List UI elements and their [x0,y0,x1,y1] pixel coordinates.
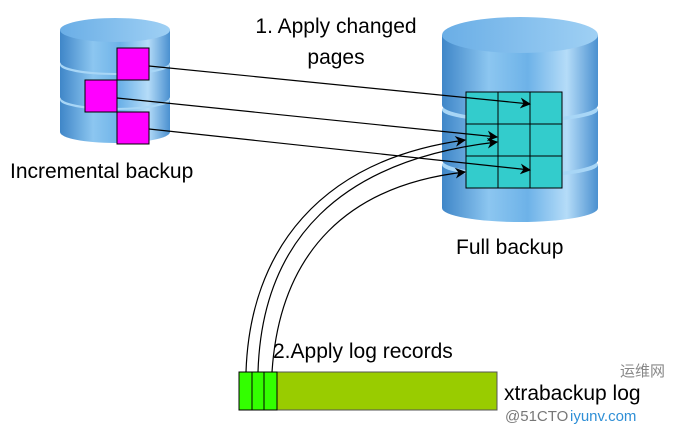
step1-label-line2: pages [307,46,364,69]
watermark-logo-text: iyunv.com [570,408,636,425]
xtrabackup-log-label: xtrabackup log [504,382,641,405]
changed-pages [84,47,150,145]
changed-page [116,111,150,145]
arrow [271,167,467,373]
incremental-backup-label: Incremental backup [10,160,193,183]
full-backup-page [529,91,563,125]
full-backup-page [529,155,563,189]
apply-log-records-arrows [245,135,499,373]
watermark: 运维网 @51CTO iyunv.com [505,363,665,425]
full-backup-page [465,91,499,125]
arrow [148,128,532,175]
full-backup-page [497,155,531,189]
watermark-cn-text: 运维网 [620,363,665,380]
full-backup-page [465,123,499,157]
full-backup-pages [465,91,563,189]
arrow [245,135,467,373]
log-record [251,371,265,411]
apply-changed-pages-arrows [116,65,532,175]
step2-label: 2.Apply log records [273,340,453,363]
step1-label-line1: 1. Apply changed [255,15,416,38]
arrow [148,65,532,109]
log-record [263,371,278,411]
full-backup-page [529,123,563,157]
full-backup-page [497,123,531,157]
log-record [238,371,253,411]
changed-page [116,47,150,81]
watermark-text: @51CTO [505,408,568,425]
changed-page [84,79,118,113]
arrow [257,137,499,373]
full-backup-page [465,155,499,189]
xtrabackup-log-bar [238,371,498,411]
arrow [116,97,499,142]
full-backup-label: Full backup [456,236,563,259]
full-backup-page [497,91,531,125]
